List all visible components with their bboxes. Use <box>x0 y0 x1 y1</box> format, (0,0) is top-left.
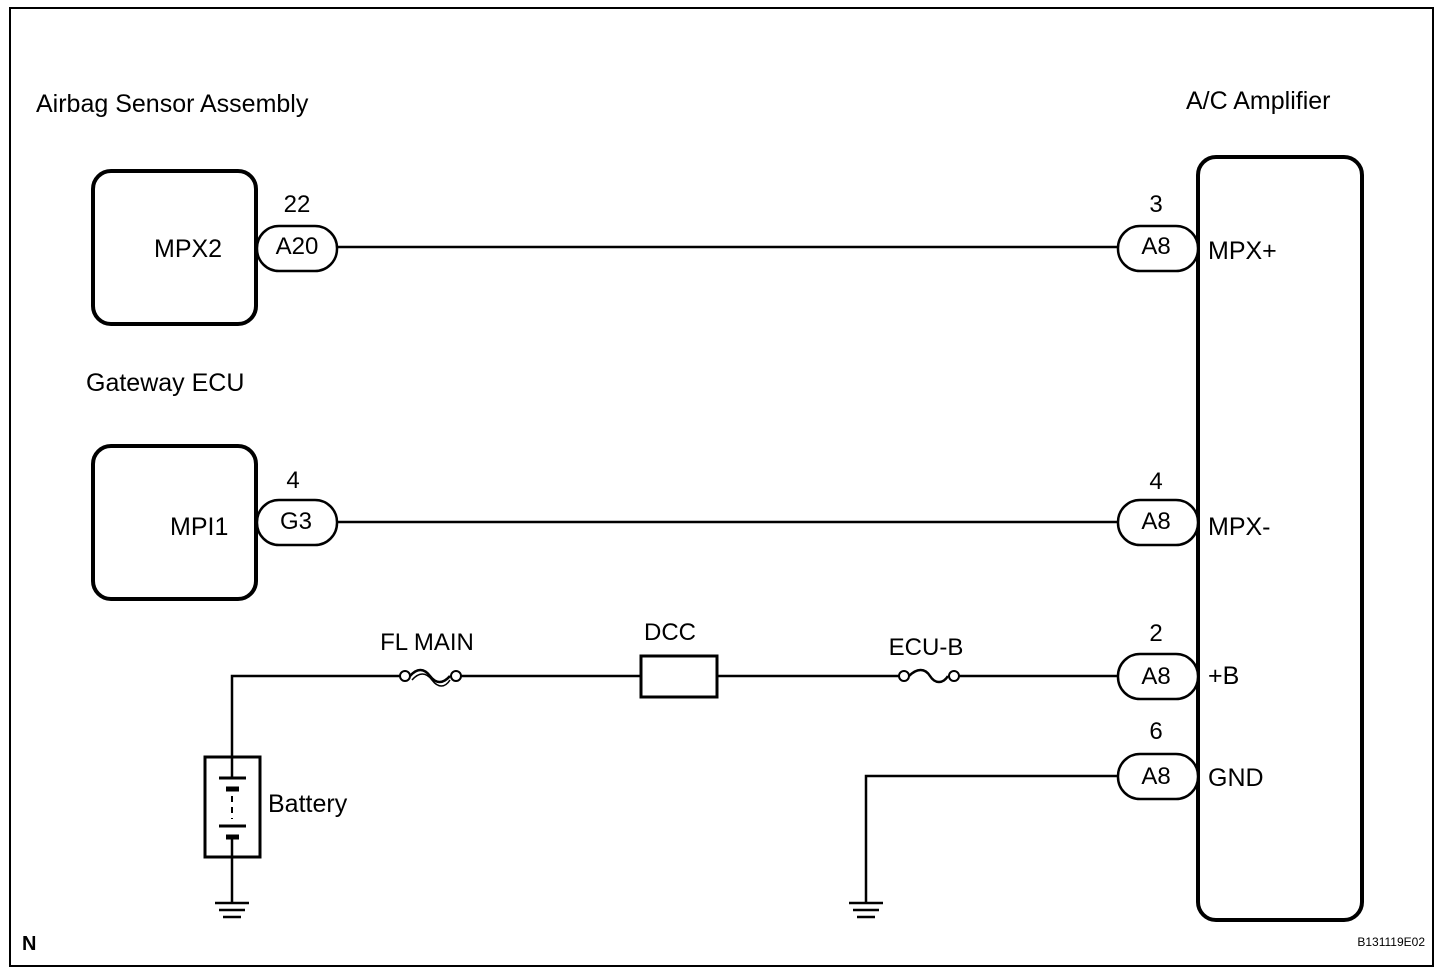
wire-gnd <box>864 774 1118 903</box>
ecu-b-fuse-icon <box>908 668 950 684</box>
connector-a8-gnd-code: A8 <box>1141 763 1170 790</box>
ac-amplifier-box <box>1196 155 1364 922</box>
connector-a20-pin: 22 <box>284 191 311 218</box>
fl-main-fusible-link-icon <box>409 668 451 684</box>
amp-terminal-gnd: GND <box>1208 764 1264 792</box>
connector-a8-gnd-pin: 6 <box>1149 718 1162 745</box>
ac-amplifier-title: A/C Amplifier <box>1186 87 1330 115</box>
connector-a20-code: A20 <box>276 233 319 260</box>
connector-a8-mpx-minus <box>1116 498 1200 547</box>
gateway-ecu-title: Gateway ECU <box>86 369 244 397</box>
fl-main-terminal-right <box>450 670 462 682</box>
dcc-fuse-icon <box>639 654 719 699</box>
ecu-b-terminal-right <box>948 670 960 682</box>
connector-a8-mpx-plus-pin: 3 <box>1149 191 1162 218</box>
connector-a8-mpx-plus <box>1116 224 1200 273</box>
connector-a8-gnd <box>1116 752 1200 801</box>
ground-icon-battery <box>215 901 249 919</box>
connector-g3 <box>255 498 339 547</box>
battery-label: Battery <box>268 790 348 818</box>
connector-a8-b-pin: 2 <box>1149 620 1162 647</box>
airbag-sensor-title: Airbag Sensor Assembly <box>36 90 309 118</box>
dcc-label: DCC <box>644 619 696 646</box>
connector-a8-b-code: A8 <box>1141 663 1170 690</box>
connector-a8-b <box>1116 652 1200 701</box>
amp-terminal-mpx-plus: MPX+ <box>1208 237 1277 265</box>
ground-icon-amplifier <box>849 901 883 919</box>
fl-main-fusible-link-inner <box>411 673 451 687</box>
connector-a8-mpx-minus-code: A8 <box>1141 508 1170 535</box>
amp-terminal-b: +B <box>1208 662 1239 690</box>
connector-g3-code: G3 <box>280 508 312 535</box>
diagram-frame <box>9 7 1434 967</box>
wire-battery-up <box>230 674 400 757</box>
connector-g3-pin: 4 <box>286 467 299 494</box>
connector-a8-mpx-minus-pin: 4 <box>1149 468 1162 495</box>
ecu-b-terminal-left <box>898 670 910 682</box>
connector-a20 <box>255 224 339 273</box>
airbag-terminal-mpx2: MPX2 <box>154 235 222 263</box>
fl-main-label: FL MAIN <box>380 629 474 656</box>
corner-mark: N <box>22 933 36 955</box>
figure-code: B131119E02 <box>1357 935 1425 949</box>
gateway-terminal-mpi1: MPI1 <box>170 513 228 541</box>
amp-terminal-mpx-minus: MPX- <box>1208 513 1271 541</box>
connector-a8-mpx-plus-code: A8 <box>1141 233 1170 260</box>
fl-main-terminal-left <box>399 670 411 682</box>
ecu-b-label: ECU-B <box>889 634 964 661</box>
